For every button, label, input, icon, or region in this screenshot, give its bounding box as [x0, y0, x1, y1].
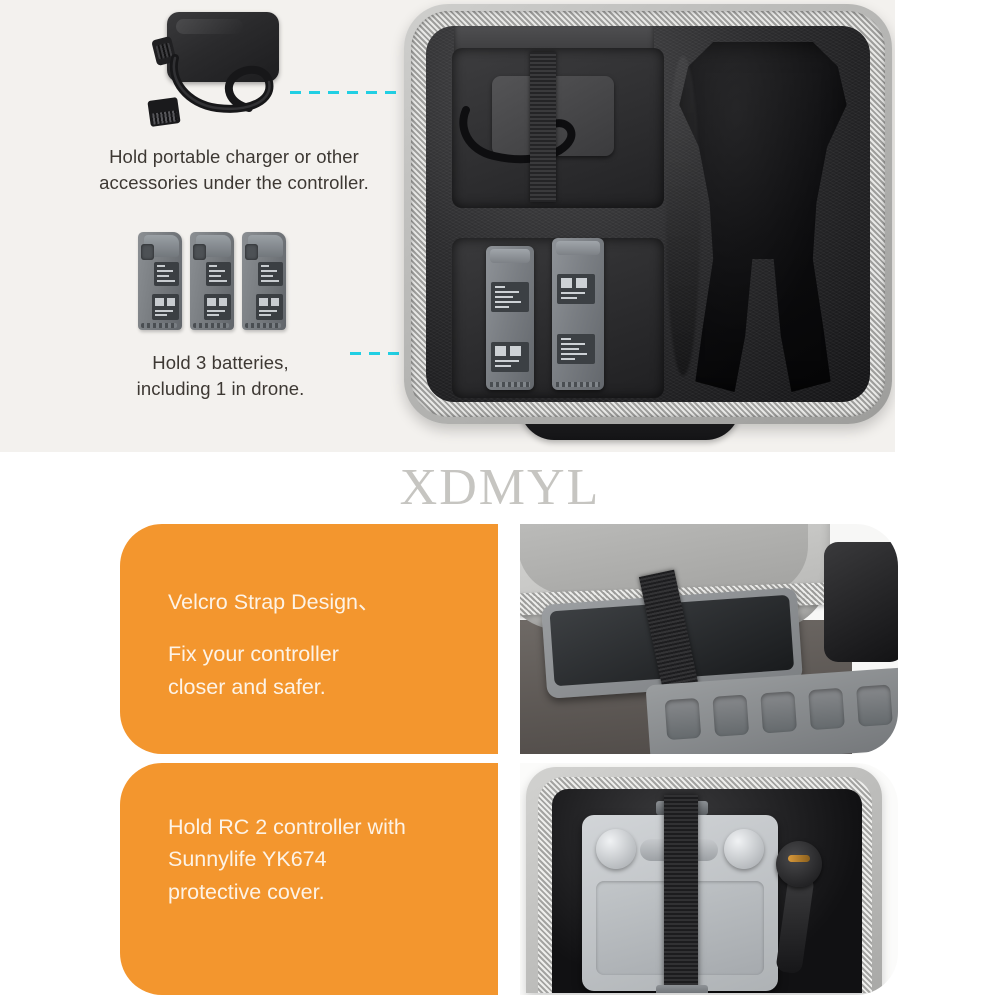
left-joystick	[596, 829, 636, 869]
feature-photo-velcro	[520, 524, 898, 754]
battery-item	[138, 232, 182, 330]
feature-panel-velcro: Velcro Strap Design、 Fix your controller…	[120, 524, 498, 754]
case-foam-interior	[426, 26, 870, 402]
feature-body-rc2: Sunnylife YK674 protective cover.	[168, 847, 327, 904]
hero-section: Hold portable charger or other accessori…	[0, 0, 895, 452]
packed-battery	[486, 246, 534, 390]
feature-panel-rc2: Hold RC 2 controller with Sunnylife YK67…	[120, 763, 498, 995]
open-carrying-case-photo	[404, 4, 892, 444]
charger-brick	[167, 12, 279, 82]
feature-card-velcro: Velcro Strap Design、 Fix your controller…	[120, 524, 898, 754]
feature-panel-text-rc2: Hold RC 2 controller with Sunnylife YK67…	[168, 811, 406, 908]
charger-dc-tip	[147, 97, 181, 127]
battery-item	[190, 232, 234, 330]
feature-card-rc2: Hold RC 2 controller with Sunnylife YK67…	[120, 763, 898, 995]
case-shell	[404, 4, 892, 424]
folded-drone	[760, 841, 846, 975]
velcro-strap	[664, 795, 698, 993]
case-foam-interior	[552, 789, 862, 993]
battery-caption: Hold 3 batteries, including 1 in drone.	[136, 352, 305, 400]
battery-item	[242, 232, 286, 330]
flight-batteries-illustration	[138, 232, 328, 332]
feature-panel-text-velcro: Velcro Strap Design、 Fix your controller…	[168, 586, 380, 703]
feature-body-velcro: Fix your controller closer and safer.	[168, 642, 339, 699]
right-joystick	[724, 829, 764, 869]
feature-photo-rc2	[520, 763, 898, 995]
charger-caption: Hold portable charger or other accessori…	[99, 146, 369, 194]
feature-title-velcro: Velcro Strap Design、	[168, 590, 380, 614]
charger-velcro-strap	[530, 52, 556, 202]
packed-battery	[552, 238, 604, 390]
hero-right-margin	[895, 0, 1000, 452]
case-interior-dark-area	[824, 542, 898, 662]
packed-charger-cable	[458, 106, 588, 172]
strap-clip-bottom	[656, 985, 708, 993]
battery-compartment	[452, 238, 664, 398]
charger-compartment	[452, 48, 664, 208]
power-adapter-charger-illustration	[143, 4, 303, 138]
charger-cable	[165, 52, 285, 128]
case-shell	[526, 767, 882, 993]
brand-watermark: XDMYL	[399, 459, 601, 516]
feature-title-rc2: Hold RC 2 controller with	[168, 815, 406, 839]
